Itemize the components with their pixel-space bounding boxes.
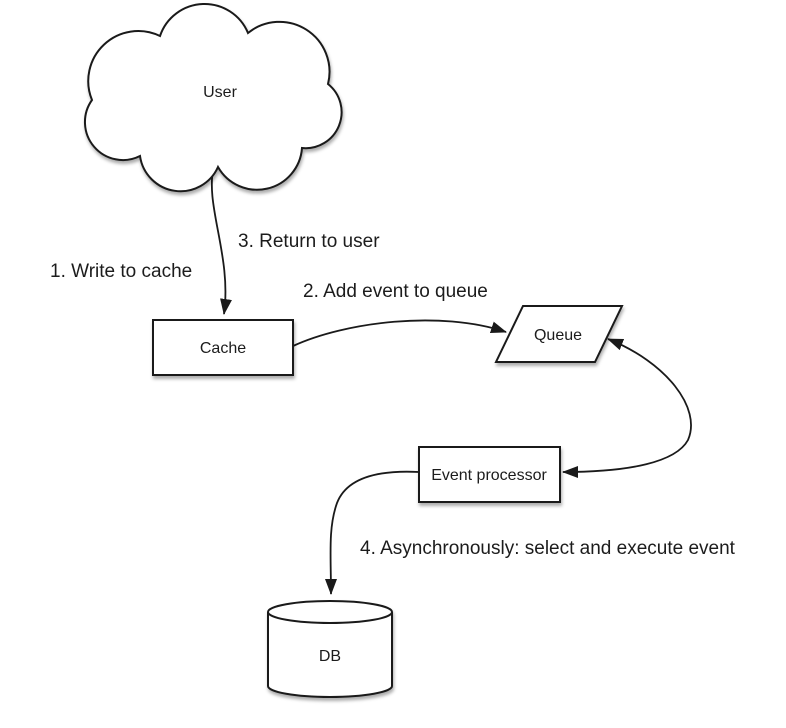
db-cylinder: [267, 600, 393, 698]
annotation-step4: 4. Asynchronously: select and execute ev…: [360, 538, 736, 559]
queue-parallelogram: [494, 305, 624, 363]
edge-user-to-cache: [210, 164, 232, 315]
event-processor-label: Event processor: [431, 467, 547, 484]
db-label: DB: [319, 648, 341, 665]
edge-event-processor-to-db: [324, 470, 420, 595]
user-cloud-shape: [83, 2, 343, 193]
cache-label: Cache: [200, 340, 246, 357]
queue-label: Queue: [534, 327, 582, 344]
db-cylinder-lid: [267, 611, 393, 624]
cache-box: [152, 319, 294, 376]
annotation-step2: 2. Add event to queue: [303, 281, 488, 302]
edge-cache-to-queue: [292, 319, 507, 347]
annotation-step1: 1. Write to cache: [50, 261, 192, 282]
annotation-step3: 3. Return to user: [238, 231, 380, 252]
edge-queue-event-processor-bidirectional: [562, 338, 692, 478]
user-label: User: [203, 84, 237, 101]
event-processor-box: [418, 446, 561, 503]
